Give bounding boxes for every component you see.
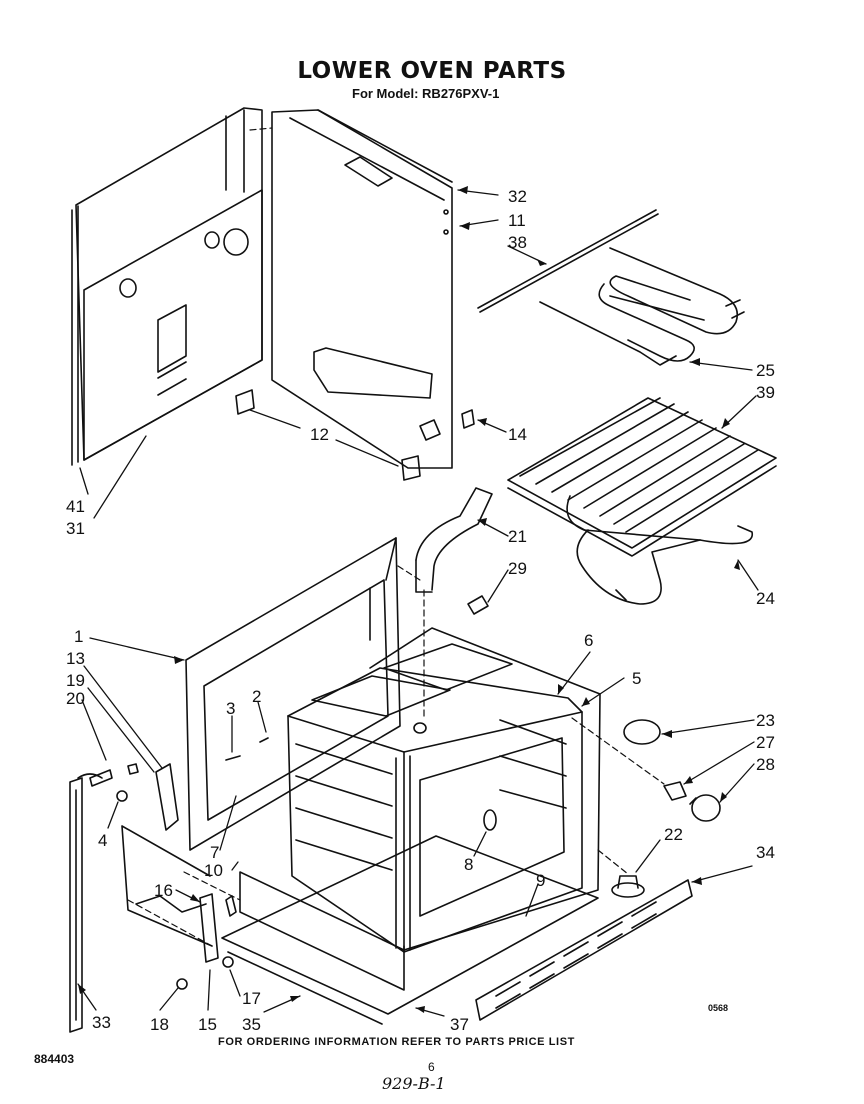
callout-18: 18 (150, 1015, 169, 1034)
rod-part (477, 209, 659, 313)
callout-35: 35 (242, 1015, 261, 1034)
callout-5: 5 (632, 669, 641, 688)
callout-19: 19 (66, 671, 85, 690)
ordering-note: FOR ORDERING INFORMATION REFER TO PARTS … (218, 1036, 575, 1048)
callout-15: 15 (198, 1015, 217, 1034)
page-number: 6 (428, 1060, 435, 1074)
callout-27: 27 (756, 733, 775, 752)
rear-panel-part (71, 107, 263, 466)
callout-4: 4 (98, 831, 107, 850)
handwritten-note: 929-B-1 (382, 1074, 446, 1093)
drawing-code: 0568 (708, 1003, 729, 1013)
callout-39: 39 (756, 383, 775, 402)
callout-7: 7 (210, 843, 219, 862)
side-strip-part (69, 777, 83, 1033)
leader-lines (77, 189, 759, 1017)
callout-10: 10 (204, 861, 223, 880)
hinge-hardware-parts (77, 737, 269, 990)
callout-28: 28 (756, 755, 775, 774)
callout-23: 23 (756, 711, 775, 730)
front-frame-part (185, 537, 401, 851)
part-number: 884403 (34, 1052, 75, 1066)
callout-labels: 32 11 38 25 39 12 14 41 31 21 29 24 1 13… (66, 187, 775, 1034)
callout-24: 24 (756, 589, 775, 608)
callout-11: 11 (508, 211, 526, 230)
model-subtitle: For Model: RB276PXV-1 (352, 86, 500, 101)
assembly-lines (127, 127, 665, 947)
callout-8: 8 (464, 855, 473, 874)
callout-38: 38 (508, 233, 527, 252)
bottom-panel-part (221, 835, 599, 1025)
callout-21: 21 (508, 527, 527, 546)
bake-element-part (566, 495, 753, 605)
callout-13: 13 (66, 649, 85, 668)
vent-tube-part (415, 487, 493, 615)
callout-6: 6 (584, 631, 593, 650)
callout-1: 1 (74, 627, 83, 646)
callout-37: 37 (450, 1015, 469, 1034)
callout-41: 41 (66, 497, 85, 516)
callout-25: 25 (756, 361, 775, 380)
callout-31: 31 (66, 519, 85, 538)
callout-33: 33 (92, 1013, 111, 1032)
callout-22: 22 (664, 825, 683, 844)
back-wall-part (271, 109, 453, 469)
callout-14: 14 (508, 425, 527, 444)
callout-34: 34 (756, 843, 775, 862)
callout-9: 9 (536, 871, 545, 890)
callout-16: 16 (154, 881, 173, 900)
callout-17: 17 (242, 989, 261, 1008)
cap-part (611, 875, 645, 898)
light-assembly-part (623, 719, 721, 822)
bracket-parts (235, 389, 475, 481)
oven-rack-part (507, 397, 777, 557)
callout-32: 32 (508, 187, 527, 206)
callout-20: 20 (66, 689, 85, 708)
page-title: LOWER OVEN PARTS (297, 58, 567, 84)
broil-element-part (539, 247, 745, 366)
callout-12: 12 (310, 425, 329, 444)
arrowheads (78, 186, 740, 1013)
oven-cavity-part (287, 627, 601, 953)
vent-grille-part (475, 879, 693, 1021)
callout-3: 3 (226, 699, 235, 718)
callout-2: 2 (252, 687, 261, 706)
callout-29: 29 (508, 559, 527, 578)
